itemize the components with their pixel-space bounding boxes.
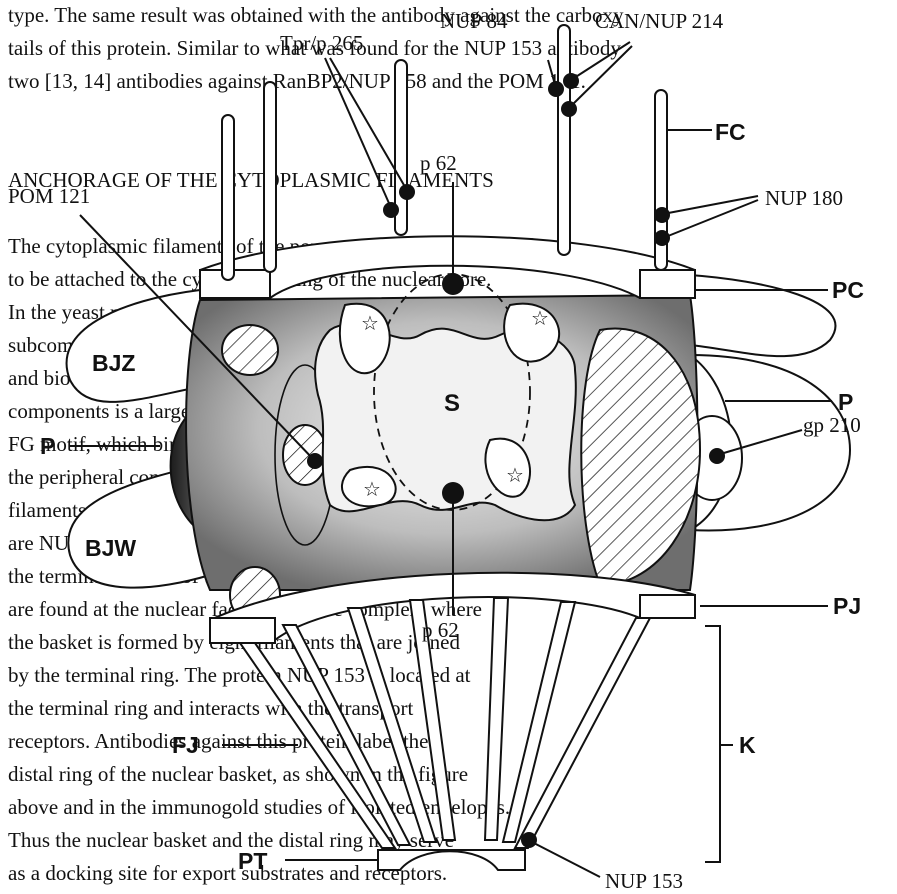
label-p62-top: p 62 [420,151,457,175]
star-icon: ☆ [506,465,524,487]
label-tpr-p265: Tpr/p 265 [280,31,363,55]
label-nup153: NUP 153 [605,869,683,893]
background-text-line: above and in the immunogold studies of i… [8,795,510,819]
star-icon: ☆ [361,313,379,335]
label-can-nup214: CAN/NUP 214 [595,9,724,33]
label-p62-bottom: p 62 [422,618,459,642]
label-pj: PJ [833,593,861,619]
label-fj: FJ [172,732,199,758]
star-icon: ☆ [531,308,549,330]
label-bjw: BJW [85,535,136,561]
background-text-line: type. The same result was obtained with … [8,3,624,27]
label-p-right: P [838,389,853,415]
background-text-line: by the terminal ring. The protein NUP 15… [8,663,471,687]
label-bjz: BJZ [92,350,135,376]
label-gp210: gp 210 [803,413,861,437]
label-fc: FC [715,119,746,145]
background-text-line: receptors. Antibodies against this prote… [8,729,428,753]
star-icon: ☆ [363,479,381,501]
background-text-line: the terminal ring and interacts with the… [8,696,413,720]
label-k: K [739,732,756,758]
label-s: S [444,390,460,417]
label-pom121: POM 121 [8,184,90,208]
background-text-line: two [13, 14] antibodies against RanBP2/N… [8,69,586,93]
nuclear-envelope-right [682,275,850,530]
label-p-left: P [40,433,55,459]
label-nup180: NUP 180 [765,186,843,210]
label-nup84: NUP 84 [440,9,508,33]
label-pt: PT [238,848,267,874]
label-pc: PC [832,277,864,303]
